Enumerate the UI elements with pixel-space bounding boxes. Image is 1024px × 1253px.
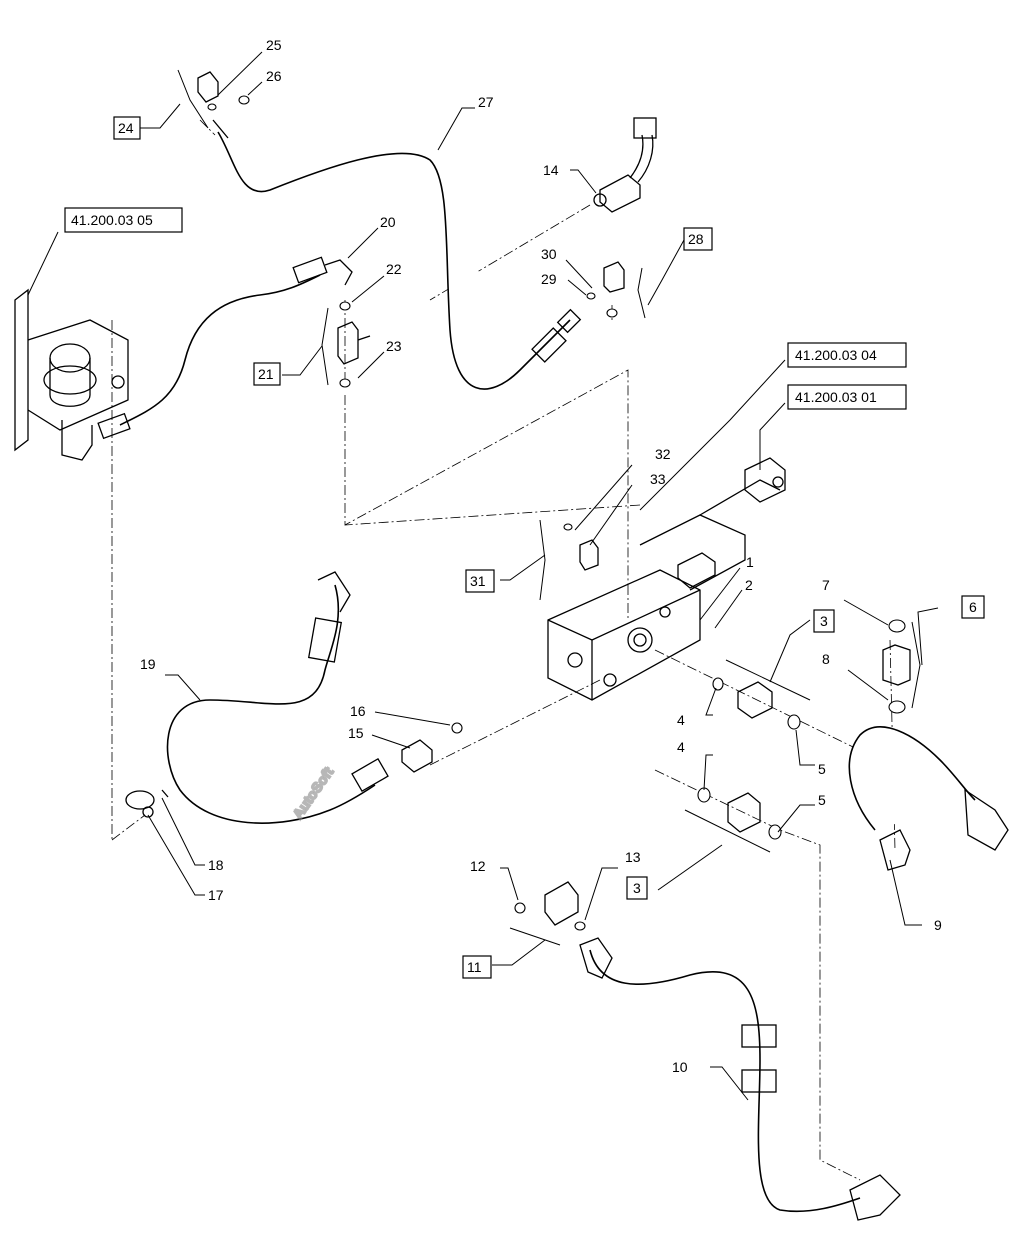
callout-23: 23: [386, 338, 402, 354]
callout-30: 30: [541, 246, 557, 262]
elbow-fitting-30: [586, 261, 625, 318]
callout-4-upper: 4: [677, 712, 685, 728]
svg-text:21: 21: [258, 366, 274, 382]
tee-fitting-21: [337, 301, 371, 388]
filter-assembly-left: [14, 288, 129, 461]
ref-box-41-200-03-05[interactable]: 41.200.03 05: [64, 207, 183, 233]
callout-17: 17: [208, 887, 224, 903]
callout-29: 29: [541, 271, 557, 287]
svg-text:41.200.03 04: 41.200.03 04: [795, 347, 877, 363]
callout-27: 27: [478, 94, 494, 110]
callout-18: 18: [208, 857, 224, 873]
svg-text:41.200.03 01: 41.200.03 01: [795, 389, 877, 405]
callout-1: 1: [746, 554, 754, 570]
ref-box-41-200-03-04[interactable]: 41.200.03 04: [787, 342, 907, 368]
callout-26: 26: [266, 68, 282, 84]
clamp-17: [125, 789, 169, 818]
callout-12: 12: [470, 858, 486, 874]
pressure-sensor-14: [593, 117, 657, 213]
svg-text:3: 3: [820, 613, 828, 629]
hose-10: [579, 937, 901, 1221]
box-ref-3-lower: 3: [626, 876, 648, 900]
box-ref-31: 31: [465, 569, 495, 593]
callout-7: 7: [822, 577, 830, 593]
svg-text:41.200.03 05: 41.200.03 05: [71, 212, 153, 228]
box-ref-6: 6: [961, 595, 985, 619]
callout-labels: 25 26 27 14 20 22 23 30 29 32 33 1 2 7 8…: [140, 37, 942, 1075]
callout-5-lower: 5: [818, 792, 826, 808]
adapter-8: [882, 619, 911, 714]
callout-22: 22: [386, 261, 402, 277]
svg-text:6: 6: [969, 599, 977, 615]
box-ref-21: 21: [253, 362, 281, 386]
callout-2: 2: [745, 577, 753, 593]
callout-8: 8: [822, 651, 830, 667]
hose-27: [212, 119, 582, 390]
svg-text:31: 31: [470, 573, 486, 589]
callout-13: 13: [625, 849, 641, 865]
callout-33: 33: [650, 471, 666, 487]
svg-text:3: 3: [633, 880, 641, 896]
valve-block: [547, 479, 781, 701]
svg-text:24: 24: [118, 120, 134, 136]
hose-19: [166, 571, 389, 824]
box-ref-28: 28: [683, 227, 713, 251]
adapter-fitting-15: [401, 722, 463, 773]
callout-5-upper: 5: [818, 761, 826, 777]
box-ref-24: 24: [113, 116, 141, 140]
callout-10: 10: [672, 1059, 688, 1075]
svg-text:28: 28: [688, 231, 704, 247]
hose-9: [848, 726, 1009, 871]
box-ref-3-upper: 3: [813, 609, 835, 633]
connector-fitting-upper-right: [744, 457, 786, 503]
callout-4-lower: 4: [677, 739, 685, 755]
svg-text:11: 11: [467, 959, 482, 975]
ref-box-41-200-03-01[interactable]: 41.200.03 01: [787, 384, 907, 410]
leader-lines: [27, 51, 939, 1101]
assembly-lines: [111, 119, 901, 1181]
adapter-group-upper: [712, 677, 801, 730]
callout-25: 25: [266, 37, 282, 53]
callout-15: 15: [348, 725, 364, 741]
hose-20: [97, 256, 353, 440]
fitting-33: [563, 523, 599, 571]
adapter-11: [514, 881, 586, 931]
callout-9: 9: [934, 917, 942, 933]
brackets: [321, 267, 921, 946]
callout-14: 14: [543, 162, 559, 178]
callout-16: 16: [350, 703, 366, 719]
connector-fitting-mid: [677, 552, 716, 589]
adapter-group-lower: [697, 787, 782, 840]
callout-32: 32: [655, 446, 671, 462]
box-ref-11: 11: [462, 955, 492, 979]
callout-20: 20: [380, 214, 396, 230]
fitting-25: [177, 69, 250, 129]
callout-19: 19: [140, 656, 156, 672]
